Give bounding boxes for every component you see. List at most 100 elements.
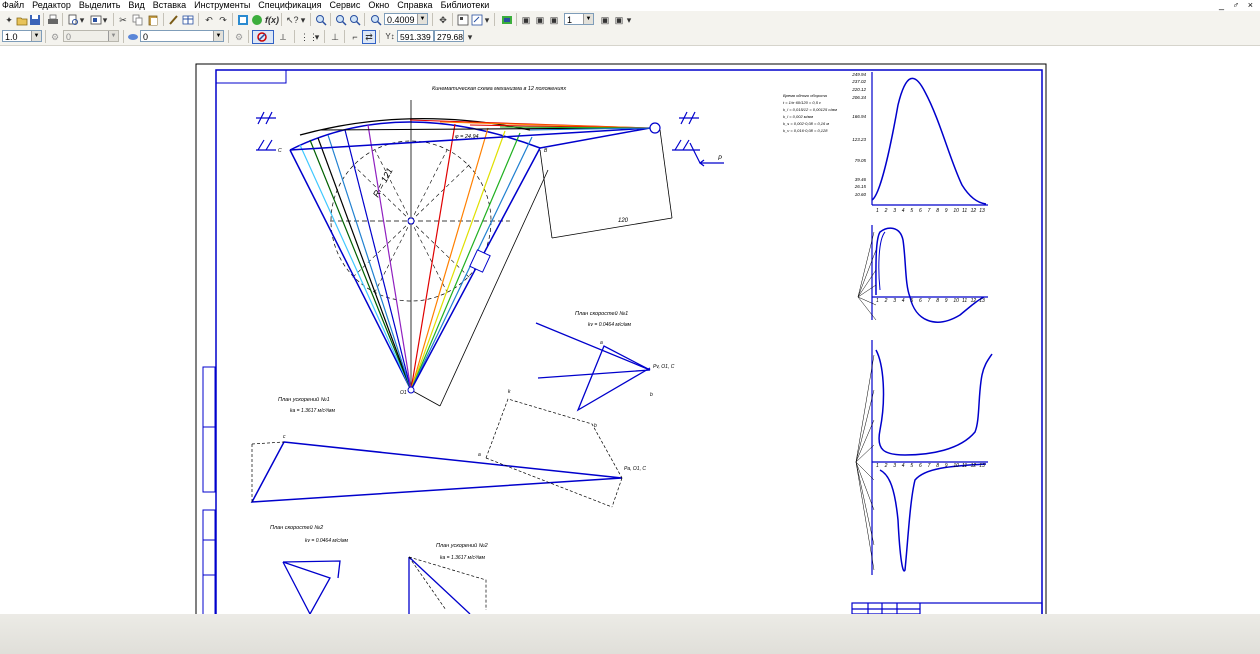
snap-icon[interactable] (252, 30, 274, 44)
x-tick-label: 7 (928, 208, 931, 214)
function-icon[interactable]: f(x) (265, 15, 279, 25)
show-all-icon[interactable] (470, 13, 484, 27)
table-icon[interactable] (181, 13, 195, 27)
s-tick: 166.94 (852, 114, 866, 119)
open-folder-icon[interactable] (15, 13, 29, 27)
refresh-icon[interactable] (456, 13, 470, 27)
snap-local-icon[interactable]: ⟂ (279, 32, 286, 42)
menu-help[interactable]: Справка (397, 0, 433, 10)
ortho-icon[interactable]: ⌐ (352, 32, 358, 42)
zoom-in-icon[interactable] (334, 13, 348, 27)
zoom-scale-icon[interactable] (369, 13, 383, 27)
style-dropdown-icon[interactable]: ▼ (213, 31, 223, 41)
accel-plan-1-pole: Pa, O1, C (624, 466, 646, 472)
style-value: 0 (143, 32, 149, 42)
x-tick-label: 11 (962, 463, 967, 469)
x-tick-label: 12 (971, 298, 977, 304)
preview-icon[interactable] (66, 13, 80, 27)
pan-icon[interactable]: ✥ (439, 15, 447, 25)
menu-tools[interactable]: Инструменты (194, 0, 251, 10)
layer-field[interactable]: 0▼ (63, 30, 119, 42)
x-tick-label: 4 (902, 298, 905, 304)
layer-state-icon[interactable]: ⚙ (50, 32, 60, 42)
coord-y-field[interactable]: 279.68 (434, 30, 464, 42)
toolbar1-more-icon[interactable]: ▾ (626, 15, 632, 25)
coord-x-field[interactable]: 591.339 (397, 30, 434, 42)
x-tick-label: 10 (953, 298, 959, 304)
s-tick: 39.46 (855, 177, 867, 182)
format-icon[interactable]: ⚙ (234, 32, 244, 42)
scale-note: k_l = 0,002 м/мм (783, 114, 813, 119)
window-controls[interactable]: _ ♂ × (1218, 0, 1256, 10)
zoom-dropdown-icon[interactable]: ▼ (417, 14, 427, 24)
menu-insert[interactable]: Вставка (152, 0, 187, 10)
sheet-next-icon[interactable]: ▣ (549, 15, 559, 25)
save-icon[interactable] (28, 13, 42, 27)
help-pointer-icon[interactable]: ↖? (286, 15, 299, 25)
view-dropdown-icon[interactable]: ▾ (484, 15, 490, 25)
line-scale-dropdown-icon[interactable]: ▼ (31, 31, 41, 41)
menu-editor[interactable]: Редактор (32, 0, 71, 10)
line-scale-field[interactable]: 1.0▼ (2, 30, 42, 42)
layer-value: 0 (66, 32, 72, 42)
menu-specification[interactable]: Спецификация (258, 0, 322, 10)
page-dropdown-icon[interactable]: ▼ (583, 14, 593, 24)
zoom-value: 0.4009 (387, 15, 415, 25)
s-tick: 206.34 (851, 95, 866, 100)
zoom-out-icon[interactable] (348, 13, 362, 27)
sheet-add-icon[interactable]: ▣ (600, 15, 610, 25)
layer-dropdown-icon[interactable]: ▼ (108, 31, 118, 41)
toolbar2-more-icon[interactable]: ▾ (467, 32, 473, 42)
scale-notes: Время одного оборота t = 1/n·60/120 = 0,… (783, 93, 837, 133)
page-field[interactable]: 1▼ (564, 13, 594, 25)
layers-icon[interactable] (126, 30, 140, 44)
coord-x-value: 591.339 (400, 32, 431, 42)
sheet-first-icon[interactable]: ▣ (521, 15, 531, 25)
paste-icon[interactable] (146, 13, 160, 27)
cut-icon[interactable]: ✂ (119, 15, 127, 25)
drawing-sheet[interactable]: Кинематическая схема механизма в 12 поло… (0, 46, 1260, 614)
variables-icon[interactable] (250, 13, 264, 27)
print-icon[interactable] (46, 13, 60, 27)
accel-plan-1-title: План ускорений №1 (278, 396, 330, 403)
grid-icon[interactable]: ⋮⋮ (300, 32, 318, 42)
x-tick-label: 5 (910, 208, 913, 214)
help-dropdown-icon[interactable]: ▾ (300, 15, 306, 25)
manager-icon[interactable] (236, 13, 250, 27)
x-tick-label: 9 (945, 208, 948, 214)
layout-dropdown-icon[interactable]: ▾ (102, 15, 108, 25)
menu-select[interactable]: Выделить (78, 0, 121, 10)
zoom-window-icon[interactable] (314, 13, 328, 27)
style-field[interactable]: 0▼ (140, 30, 224, 42)
x-tick-label: 8 (936, 208, 939, 214)
menu-file[interactable]: Файл (2, 0, 25, 10)
status-bar (0, 614, 1260, 654)
sheet-prev-icon[interactable]: ▣ (535, 15, 545, 25)
menu-view[interactable]: Вид (128, 0, 145, 10)
x-tick-label: 5 (910, 463, 913, 469)
preview-dropdown-icon[interactable]: ▾ (79, 15, 85, 25)
menu-window[interactable]: Окно (368, 0, 390, 10)
velocity-plan-2-title: План скоростей №2 (270, 524, 323, 531)
zoom-field[interactable]: 0.4009▼ (384, 13, 428, 25)
accel-plan-1-a: a (478, 452, 481, 458)
x-tick-label: 2 (884, 298, 888, 304)
menu-service[interactable]: Сервис (329, 0, 361, 10)
new-document-icon[interactable]: ✦ (5, 15, 13, 25)
grid-dropdown-icon[interactable]: ▾ (314, 32, 320, 42)
library-icon[interactable] (500, 13, 514, 27)
properties-brush-icon[interactable] (167, 13, 181, 27)
round-icon[interactable]: ⇄ (362, 30, 376, 44)
redo-icon[interactable]: ↷ (219, 15, 227, 25)
layout-icon[interactable] (89, 13, 103, 27)
sheet-delete-icon[interactable]: ▣ (614, 15, 624, 25)
menu-libraries[interactable]: Библиотеки (440, 0, 490, 10)
x-tick-label: 6 (919, 208, 922, 214)
undo-icon[interactable]: ↶ (205, 15, 213, 25)
local-cs-icon[interactable]: ⊥ (331, 32, 339, 42)
phi-label: φ = 24.94 (455, 134, 479, 140)
drawing-workspace[interactable]: Кинематическая схема механизма в 12 поло… (0, 46, 1260, 614)
copy-icon[interactable] (131, 13, 145, 27)
x-tick-label: 1 (876, 208, 879, 214)
